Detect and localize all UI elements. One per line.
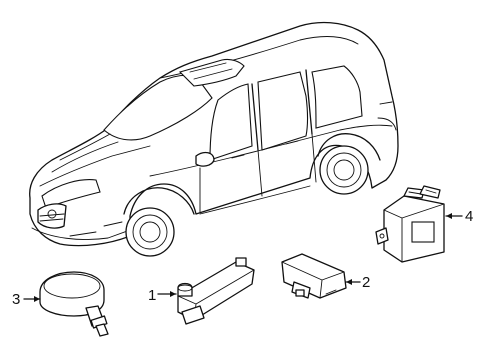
part-1-receiver [177, 257, 255, 325]
part-3-valve-sensor [39, 271, 109, 337]
callout-3: 3 [12, 291, 41, 308]
part-4-control-unit [375, 185, 445, 263]
callout-number-4: 4 [465, 208, 473, 225]
callout-4: 4 [445, 208, 473, 225]
vehicle-illustration [29, 21, 399, 257]
callout-1: 1 [148, 287, 177, 304]
callout-2: 2 [345, 274, 370, 291]
callout-number-3: 3 [12, 291, 20, 308]
part-2-module [281, 253, 347, 299]
callout-number-1: 1 [148, 287, 156, 304]
callout-number-2: 2 [362, 274, 370, 291]
